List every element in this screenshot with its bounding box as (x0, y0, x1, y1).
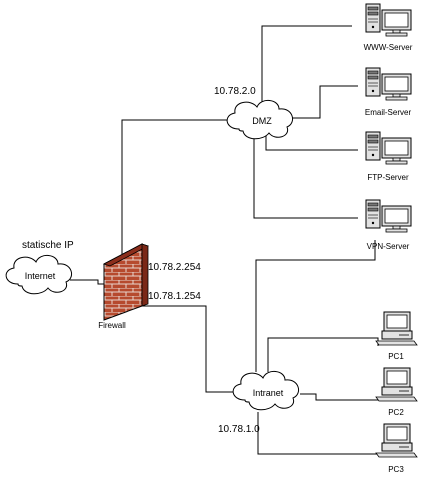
link-intranet-pc3 (257, 412, 380, 455)
pc-label-2: PC2 (388, 408, 404, 417)
firewall-ip-dmz-label: 10.78.2.254 (148, 262, 201, 273)
intranet-label: Intranet (253, 388, 284, 398)
link-vpn-intranet (255, 240, 376, 372)
pc2-icon (375, 367, 418, 402)
vpn-server-icon (365, 199, 412, 233)
link-firewall-intranet (142, 305, 236, 393)
dmz-label: DMZ (252, 116, 272, 126)
www-server-icon (365, 3, 412, 37)
server-label-ftp: FTP-Server (367, 173, 409, 182)
link-firewall-dmz (121, 119, 232, 258)
pc-label-1: PC1 (388, 352, 404, 361)
firewall-label: Firewall (98, 321, 126, 330)
ftp-server-icon (365, 131, 412, 165)
email-server-icon (365, 67, 412, 101)
firewall-icon (102, 243, 150, 321)
dmz-subnet-label: 10.78.2.0 (214, 86, 256, 97)
internet-label: Internet (25, 271, 56, 281)
pc1-icon (375, 311, 418, 346)
link-intranet-pc2 (300, 393, 380, 401)
pc-label-3: PC3 (388, 465, 404, 474)
link-dmz-vpn (253, 136, 358, 219)
link-dmz-www (261, 25, 352, 104)
pc3-icon (375, 423, 418, 458)
link-intranet-pc1 (267, 337, 379, 372)
intranet-subnet-label: 10.78.1.0 (218, 424, 260, 435)
firewall-ip-intranet-label: 10.78.1.254 (148, 291, 201, 302)
link-internet-firewall (70, 279, 108, 285)
server-label-vpn: VPN-Server (367, 242, 410, 251)
link-dmz-email (292, 85, 358, 119)
server-label-www: WWW-Server (364, 43, 413, 52)
server-label-email: Email-Server (365, 108, 412, 117)
static-ip-label: statische IP (22, 240, 74, 251)
connection-lines (70, 25, 380, 455)
link-dmz-ftp (265, 134, 358, 151)
